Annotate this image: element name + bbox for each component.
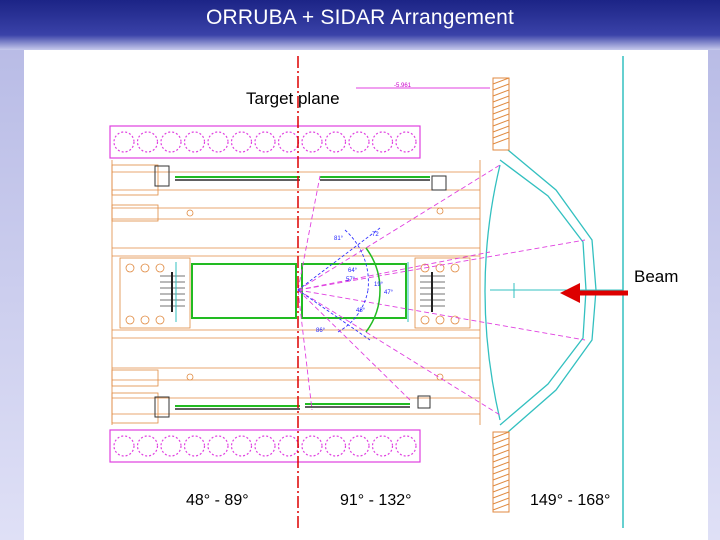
angle-mark-4: 57°	[346, 277, 356, 283]
page-title: ORRUBA + SIDAR Arrangement	[205, 6, 515, 29]
array-circle	[301, 435, 323, 457]
array-circle	[348, 435, 370, 457]
left-margin	[0, 50, 24, 540]
beam-arrow	[560, 283, 628, 303]
wall-hatch	[492, 473, 510, 481]
target-plane-label: Target plane	[246, 89, 340, 108]
wall-hatch	[492, 89, 510, 97]
top-circle-array	[109, 125, 421, 159]
array-circle	[207, 435, 229, 457]
chamber-outline	[175, 56, 624, 528]
wall-hatch	[492, 503, 510, 511]
array-circle	[277, 131, 300, 153]
array-circle	[113, 131, 135, 153]
wall-hatch	[492, 125, 510, 133]
array-circle	[230, 131, 253, 153]
array-circle	[371, 131, 394, 153]
bolt-circles	[125, 207, 460, 381]
wall-hatch	[492, 83, 510, 91]
angle-mark-8: 86°	[316, 328, 326, 334]
wall-hatch	[492, 113, 510, 121]
wall-hatch	[492, 467, 510, 475]
angle-mark-6: 47°	[384, 290, 394, 296]
bottom-circle-array	[109, 429, 421, 463]
array-circle	[160, 131, 182, 153]
wall-hatch	[492, 449, 510, 457]
wall-hatch	[492, 431, 510, 439]
angle-mark-3: 64°	[348, 268, 358, 274]
array-circle	[395, 131, 417, 153]
array-circle	[160, 435, 182, 457]
wall-hatch	[492, 95, 510, 103]
angle-range-2: 91° - 132°	[340, 492, 412, 509]
central-barrel-detectors	[175, 176, 430, 407]
dimension-label: -5.961	[394, 83, 412, 89]
array-circle	[348, 131, 370, 153]
angle-mark-5: 19°	[374, 282, 384, 288]
wall-hatch	[492, 443, 510, 451]
wall-hatch	[492, 485, 510, 493]
chamber-wall	[492, 77, 510, 513]
wall-hatch	[492, 461, 510, 469]
wall-hatch	[492, 107, 510, 115]
wall-hatch	[492, 455, 510, 463]
angle-mark-1: 81°	[334, 236, 344, 242]
wall-hatch	[492, 479, 510, 487]
green-arc	[365, 247, 381, 333]
array-circle	[113, 435, 135, 457]
angle-mark-2: 72	[372, 232, 379, 238]
array-circle	[324, 435, 347, 457]
right-margin	[708, 50, 720, 540]
array-circle	[371, 435, 394, 457]
wall-hatch	[492, 497, 510, 505]
array-circle	[136, 131, 159, 153]
array-circle	[254, 435, 276, 457]
title-bar: ORRUBA + SIDAR Arrangement	[0, 0, 720, 50]
wall-hatch	[492, 137, 510, 145]
sidar-array	[484, 149, 597, 433]
wall-hatch	[492, 491, 510, 499]
array-circle	[324, 131, 347, 153]
angle-range-3: 149° - 168°	[530, 492, 611, 509]
wall-hatch	[492, 101, 510, 109]
frame-rails	[111, 160, 481, 425]
detector-strips	[175, 179, 430, 410]
array-circle	[207, 131, 229, 153]
angle-rays	[297, 87, 586, 416]
wall-hatch	[492, 77, 510, 85]
angle-mark-7: 48°	[356, 308, 366, 314]
array-circle	[301, 131, 323, 153]
beam-label: Beam	[634, 267, 679, 286]
array-circle	[183, 435, 206, 457]
array-circle	[395, 435, 417, 457]
array-circle	[254, 131, 276, 153]
wall-hatch	[492, 119, 510, 127]
array-circle	[230, 435, 253, 457]
array-circle	[183, 131, 206, 153]
wall-hatch	[492, 131, 510, 139]
angle-arcs	[297, 227, 381, 341]
connector-blocks	[154, 165, 447, 418]
angle-range-1: 48° - 89°	[186, 492, 249, 509]
array-circle	[277, 435, 300, 457]
array-circle	[136, 435, 159, 457]
wall-hatch	[492, 437, 510, 445]
